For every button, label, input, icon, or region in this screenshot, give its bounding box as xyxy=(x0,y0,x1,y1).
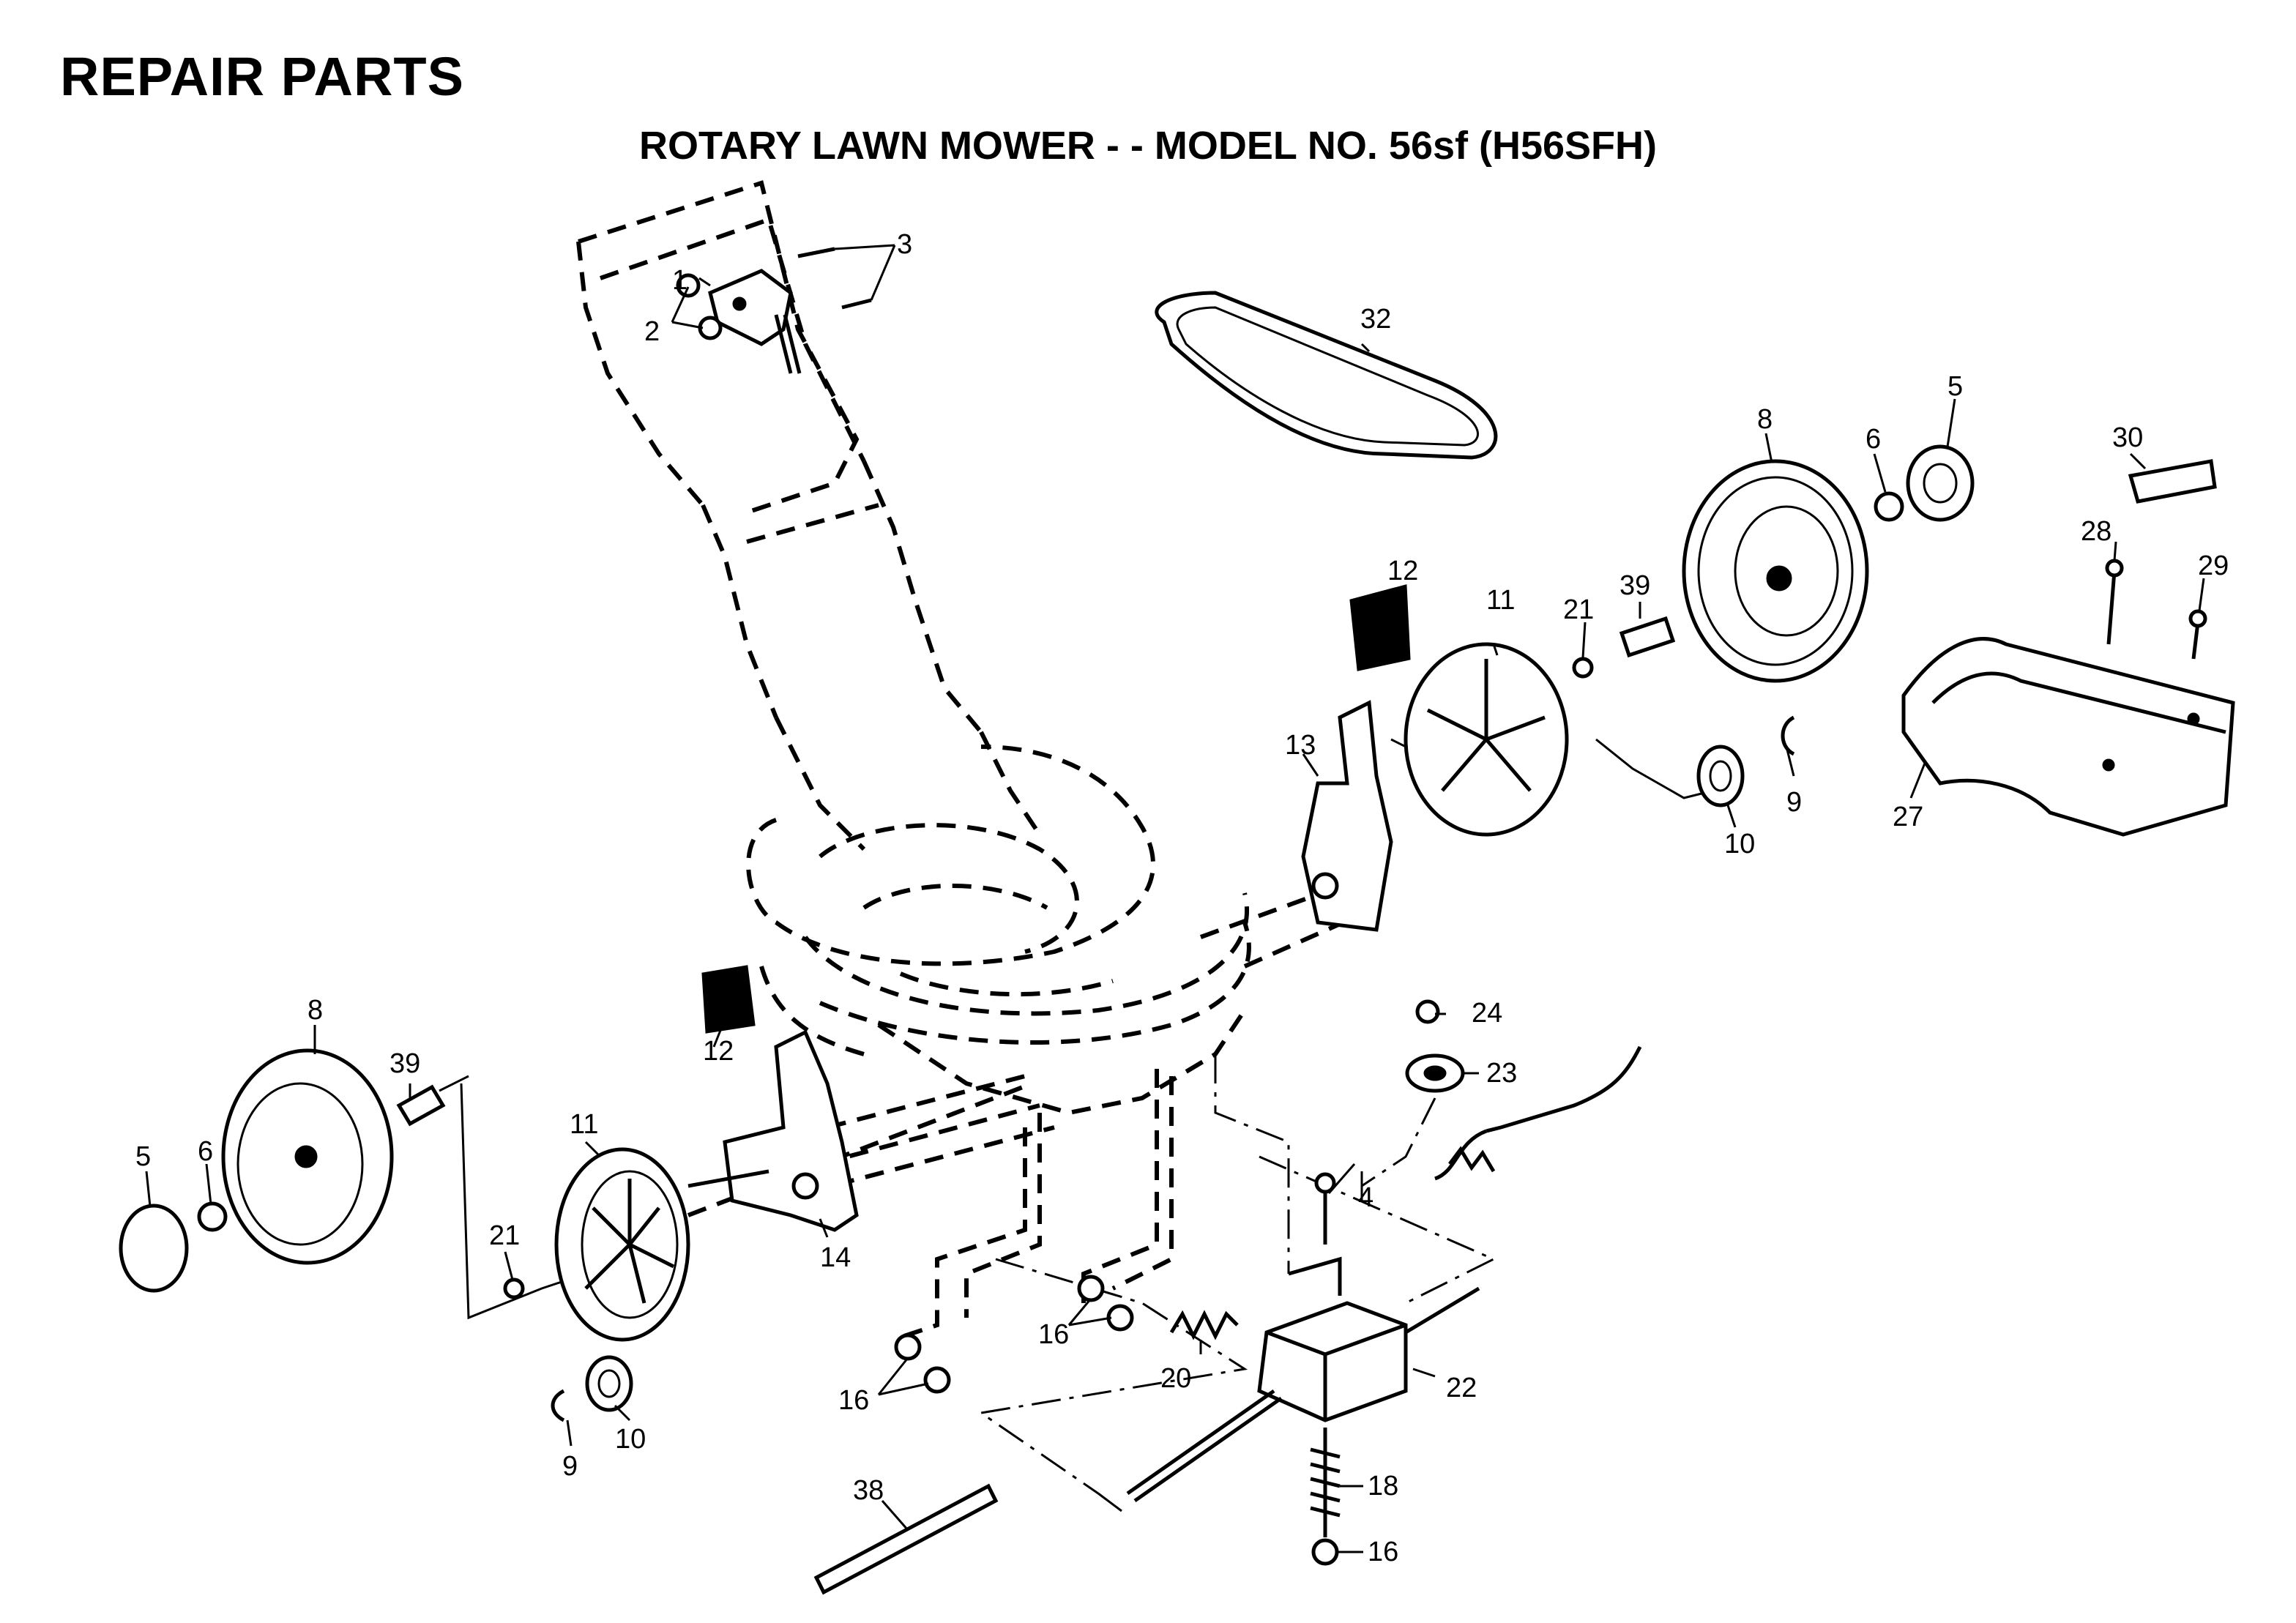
callout-2: 2 xyxy=(644,316,660,347)
part-nuts-16-lower xyxy=(894,1333,951,1394)
callout-12-right: 12 xyxy=(1387,556,1418,586)
part-hubcap-5-right xyxy=(1906,444,1975,522)
callout-5-right: 5 xyxy=(1947,371,1963,402)
part-decal xyxy=(2128,459,2217,504)
callout-6-right: 6 xyxy=(1865,424,1881,455)
part-spring-cable xyxy=(1448,1146,1496,1173)
part-gear-cover-11-left xyxy=(554,1147,690,1342)
callout-14: 14 xyxy=(820,1242,851,1273)
callout-27: 27 xyxy=(1893,802,1923,832)
part-pinion-10-left xyxy=(585,1355,633,1412)
callout-1: 1 xyxy=(672,265,687,296)
callout-21-left: 21 xyxy=(489,1220,520,1251)
part-screw-4 xyxy=(1314,1172,1336,1245)
callout-10-right: 10 xyxy=(1724,829,1755,859)
part-nuts-2 xyxy=(676,273,723,340)
part-12-right xyxy=(1349,584,1411,671)
part-screws-3 xyxy=(797,247,872,310)
part-bushing-39-right xyxy=(1619,616,1676,658)
callout-8-right: 8 xyxy=(1757,404,1773,435)
callout-39-right: 39 xyxy=(1620,570,1650,601)
callout-11-right: 11 xyxy=(1486,585,1515,616)
callout-numbers: 1 2 3 4 5 5 6 6 8 8 9 9 10 10 11 11 12 1… xyxy=(135,229,2229,1567)
part-bracket-14 xyxy=(687,1029,859,1232)
callout-39-left: 39 xyxy=(390,1048,420,1079)
part-clip-9-right xyxy=(1781,715,1795,756)
callout-30: 30 xyxy=(2112,422,2143,453)
part-nuts-16-center xyxy=(1077,1275,1134,1332)
callout-9-right: 9 xyxy=(1786,787,1802,818)
part-hubcap-5-left xyxy=(119,1204,189,1293)
callout-9-left: 9 xyxy=(562,1451,578,1482)
callout-21-right: 21 xyxy=(1563,594,1594,625)
callout-11-left: 11 xyxy=(570,1109,598,1140)
part-nut-6-right xyxy=(1874,491,1904,522)
callout-16-bottom: 16 xyxy=(1368,1537,1398,1567)
callout-5-left: 5 xyxy=(135,1141,151,1172)
part-drive-cable xyxy=(1434,1045,1642,1181)
callout-18: 18 xyxy=(1368,1471,1398,1501)
part-12-left xyxy=(701,965,756,1034)
part-bushing-39-left xyxy=(396,1084,446,1127)
model-subtitle: ROTARY LAWN MOWER - - MODEL NO. 56sf (H5… xyxy=(638,124,1658,168)
part-screw-28 xyxy=(2105,559,2124,645)
part-nut-16-bottom xyxy=(1311,1538,1339,1566)
callout-28: 28 xyxy=(2081,516,2112,547)
part-rear-skirt xyxy=(1901,637,2235,837)
callout-6-left: 6 xyxy=(198,1136,213,1167)
part-screw-29 xyxy=(2188,609,2207,660)
callout-12-left: 12 xyxy=(703,1036,734,1067)
callout-3: 3 xyxy=(897,229,912,260)
part-transmission xyxy=(1126,1256,1480,1503)
part-washer-21-left xyxy=(503,1277,525,1299)
part-belt xyxy=(1155,291,1498,460)
callout-24: 24 xyxy=(1472,998,1502,1029)
part-nut-24 xyxy=(1415,999,1440,1024)
callout-16-center: 16 xyxy=(1038,1319,1069,1350)
part-washer-21-right xyxy=(1572,657,1594,679)
callout-8-left: 8 xyxy=(308,995,323,1026)
part-gear-cover-11-right xyxy=(1404,642,1569,837)
part-nut-6-left xyxy=(197,1201,228,1232)
part-pinion-10-right xyxy=(1696,745,1745,807)
callout-10-left: 10 xyxy=(615,1424,646,1455)
callout-16-lower: 16 xyxy=(838,1385,869,1416)
mower-body-outline xyxy=(576,180,1378,1342)
callout-38: 38 xyxy=(853,1475,884,1506)
page-title: REPAIR PARTS xyxy=(60,46,464,107)
part-washer-23 xyxy=(1405,1053,1465,1093)
callout-leaders xyxy=(145,244,2205,1553)
callout-20: 20 xyxy=(1160,1363,1191,1394)
callout-23: 23 xyxy=(1486,1058,1517,1089)
part-rear-wheel-left xyxy=(221,1048,394,1265)
part-clip-9-left xyxy=(551,1389,565,1422)
part-bracket-13 xyxy=(1301,700,1393,932)
alignment-lines xyxy=(978,1054,1496,1517)
part-spring-20 xyxy=(1169,1310,1239,1340)
callout-32: 32 xyxy=(1360,304,1391,335)
callout-29: 29 xyxy=(2198,551,2229,581)
part-rod-38 xyxy=(813,1483,999,1595)
callout-4: 4 xyxy=(1358,1182,1374,1213)
callout-22: 22 xyxy=(1446,1373,1477,1403)
part-rear-wheel-right xyxy=(1682,459,1869,683)
part-spring-18 xyxy=(1310,1428,1341,1537)
callout-13: 13 xyxy=(1285,730,1316,761)
